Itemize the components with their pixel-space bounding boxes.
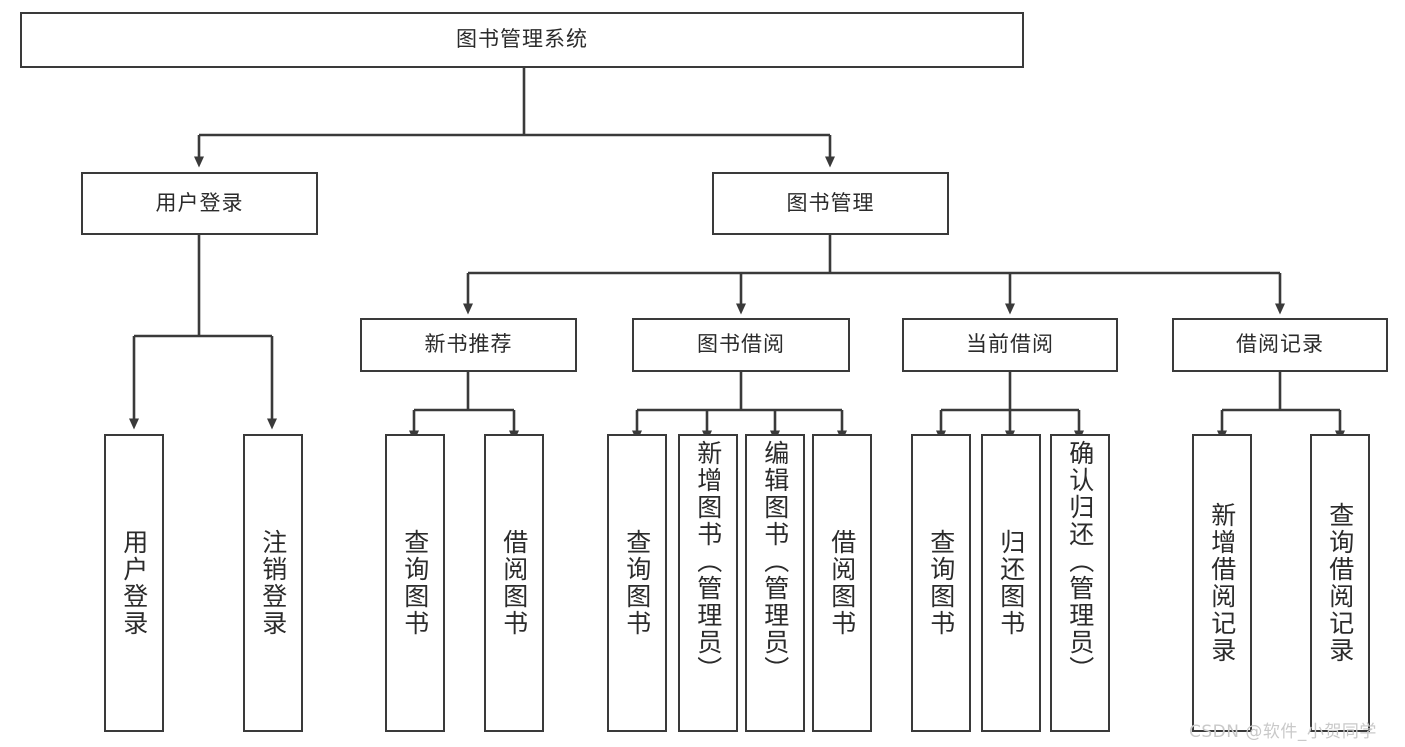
leaf-label: 归还图书 <box>996 529 1026 637</box>
node-root-book-management-system[interactable]: 图书管理系统 <box>20 12 1024 68</box>
leaf-label: 注销登录 <box>258 529 288 637</box>
leaf-label: 查询图书 <box>622 529 652 637</box>
leaf-recommend-borrow-book[interactable]: 借阅图书 <box>484 434 544 732</box>
leaf-record-query-record[interactable]: 查询借阅记录 <box>1310 434 1370 732</box>
leaf-label: 查询借阅记录 <box>1325 502 1355 664</box>
leaf-borrow-add-book-admin[interactable]: 新增图书（管理员） <box>678 434 738 732</box>
leaf-label: 新增借阅记录 <box>1207 502 1237 664</box>
leaf-borrow-edit-book-admin[interactable]: 编辑图书（管理员） <box>745 434 805 732</box>
node-label: 图书管理系统 <box>456 27 588 52</box>
node-label: 图书管理 <box>786 190 875 215</box>
node-borrow-record[interactable]: 借阅记录 <box>1172 318 1388 372</box>
leaf-recommend-query-book[interactable]: 查询图书 <box>385 434 445 732</box>
leaf-label: 借阅图书 <box>827 529 857 637</box>
leaf-label: 编辑图书（管理员） <box>760 440 790 683</box>
leaf-borrow-borrow-book[interactable]: 借阅图书 <box>812 434 872 732</box>
leaf-user-login-signout[interactable]: 注销登录 <box>243 434 303 732</box>
node-book-management[interactable]: 图书管理 <box>712 172 949 235</box>
leaf-user-login-signin[interactable]: 用户登录 <box>104 434 164 732</box>
node-new-book-recommend[interactable]: 新书推荐 <box>360 318 577 372</box>
node-label: 用户登录 <box>155 190 244 215</box>
csdn-watermark: CSDN @软件_小贺同学 <box>1189 722 1377 742</box>
leaf-current-confirm-return-admin[interactable]: 确认归还（管理员） <box>1050 434 1110 732</box>
leaf-record-add-record[interactable]: 新增借阅记录 <box>1192 434 1252 732</box>
node-label: 图书借阅 <box>697 332 785 357</box>
node-label: 新书推荐 <box>424 332 513 357</box>
node-label: 借阅记录 <box>1236 332 1324 357</box>
leaf-label: 新增图书（管理员） <box>693 440 723 683</box>
leaf-label: 查询图书 <box>400 529 430 637</box>
leaf-label: 确认归还（管理员） <box>1065 440 1095 683</box>
leaf-borrow-query-book[interactable]: 查询图书 <box>607 434 667 732</box>
node-label: 当前借阅 <box>966 332 1054 357</box>
leaf-label: 查询图书 <box>926 529 956 637</box>
node-user-login[interactable]: 用户登录 <box>81 172 318 235</box>
leaf-current-return-book[interactable]: 归还图书 <box>981 434 1041 732</box>
leaf-current-query-book[interactable]: 查询图书 <box>911 434 971 732</box>
node-current-borrow[interactable]: 当前借阅 <box>902 318 1118 372</box>
leaf-label: 用户登录 <box>119 529 149 637</box>
node-book-borrow[interactable]: 图书借阅 <box>632 318 850 372</box>
leaf-label: 借阅图书 <box>499 529 529 637</box>
